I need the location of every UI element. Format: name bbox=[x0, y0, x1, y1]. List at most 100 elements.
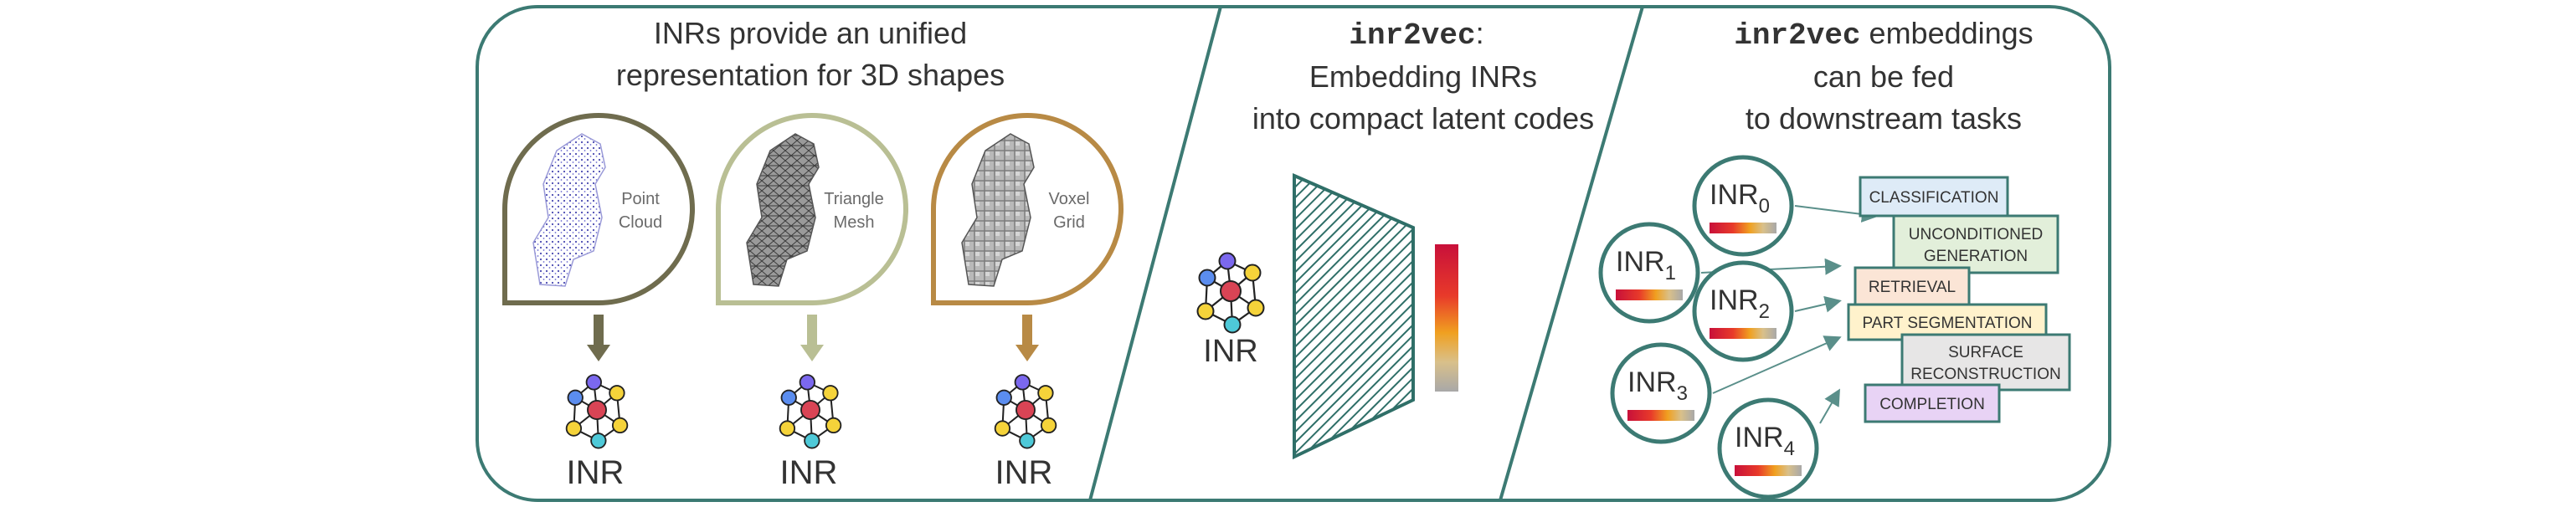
shape-points-icon bbox=[532, 133, 606, 287]
encoder-trapezoid bbox=[1293, 172, 1415, 460]
net-node bbox=[822, 385, 839, 402]
task-box-unconditioned: UNCONDITIONED GENERATION bbox=[1892, 214, 2059, 274]
task-box-bg bbox=[1859, 176, 2009, 218]
inr-node-2: INR2 bbox=[1692, 260, 1794, 362]
net-node bbox=[799, 374, 815, 391]
latent-code-mini-bar bbox=[1710, 328, 1776, 339]
inr-node-name: INR bbox=[1710, 179, 1759, 211]
net-node bbox=[567, 389, 584, 406]
divider-right bbox=[1499, 6, 1644, 501]
task-arrow bbox=[1794, 295, 1842, 313]
panel2-title-line1: inr2vec: bbox=[1349, 16, 1483, 53]
inr-network-icon bbox=[565, 374, 629, 449]
latent-code-mini-bar bbox=[1735, 465, 1802, 476]
task-arrow bbox=[1712, 335, 1842, 394]
inr-network-icon bbox=[994, 374, 1057, 449]
panel3-task-boxes: CLASSIFICATION UNCONDITIONED GENERATION RET… bbox=[1847, 176, 2071, 423]
net-node bbox=[585, 374, 602, 391]
net-node bbox=[1040, 417, 1057, 434]
net-node bbox=[565, 420, 583, 437]
task-label: CLASSIFICATION bbox=[1869, 189, 1999, 207]
latent-code-bar bbox=[1435, 244, 1458, 392]
net-node bbox=[1220, 280, 1242, 302]
panel2-title-line3: into compact latent codes bbox=[1252, 101, 1594, 136]
inr-node-subscript: 3 bbox=[1677, 382, 1688, 405]
net-node bbox=[1037, 385, 1054, 402]
inr-label: INR bbox=[995, 454, 1053, 491]
panel3-title-line3: to downstream tasks bbox=[1746, 101, 2022, 136]
net-node bbox=[1223, 315, 1242, 334]
panel3-title-mono: inr2vec bbox=[1734, 18, 1860, 53]
inr-node-name: INR bbox=[1627, 366, 1677, 398]
inr-label: INR bbox=[780, 454, 838, 491]
inr-node-label: INR4 bbox=[1735, 422, 1795, 460]
net-node bbox=[995, 389, 1012, 406]
net-node bbox=[587, 400, 607, 420]
panel2-title-line2: Embedding INRs bbox=[1309, 59, 1537, 94]
panel2-title-mono: inr2vec bbox=[1349, 18, 1475, 53]
panel2-inr-label: INR bbox=[1203, 334, 1257, 369]
inr-node-name: INR bbox=[1616, 246, 1665, 278]
net-node bbox=[1218, 252, 1237, 270]
shape-label-line1: Voxel bbox=[1049, 190, 1090, 208]
task-label-line1: SURFACE bbox=[1948, 344, 2023, 361]
inr-label: INR bbox=[567, 454, 625, 491]
latent-code-mini-bar bbox=[1710, 223, 1776, 233]
panel1-title-line2: representation for 3D shapes bbox=[616, 58, 1005, 92]
task-box-retrieval: RETRIEVAL bbox=[1854, 266, 1971, 306]
panel3-title-line2: can be fed bbox=[1813, 59, 1954, 94]
panel3-title-line1: inr2vec embeddings bbox=[1734, 16, 2033, 53]
inr-node-4: INR4 bbox=[1717, 397, 1819, 499]
shape-voxels-icon bbox=[961, 133, 1035, 287]
latent-code-mini-bar bbox=[1616, 289, 1683, 300]
task-label: RETRIEVAL bbox=[1869, 279, 1956, 296]
inr-node-label: INR0 bbox=[1710, 179, 1770, 218]
panel2-inr-network bbox=[1196, 252, 1265, 334]
shape-label-line1: Point bbox=[621, 190, 660, 208]
down-arrow-head bbox=[800, 345, 824, 361]
task-label-line1: UNCONDITIONED bbox=[1909, 226, 2043, 243]
diagram-frame bbox=[476, 5, 2111, 502]
inr-node-label: INR1 bbox=[1616, 246, 1676, 284]
task-box-classification: CLASSIFICATION bbox=[1859, 176, 2009, 218]
net-node bbox=[1247, 299, 1265, 317]
shape-mesh-icon bbox=[746, 133, 820, 287]
inr-node-subscript: 0 bbox=[1759, 195, 1770, 218]
down-arrow-head bbox=[1015, 345, 1039, 361]
shape-label-line2: Grid bbox=[1053, 213, 1085, 232]
net-node bbox=[780, 389, 797, 406]
task-box-bg bbox=[1864, 383, 2001, 423]
net-node bbox=[1019, 433, 1036, 449]
inr-node-label: INR3 bbox=[1627, 366, 1688, 405]
net-node bbox=[1196, 302, 1215, 320]
down-arrow-head bbox=[587, 345, 610, 361]
shape-label-line1: Triangle bbox=[824, 190, 884, 208]
net-node bbox=[590, 433, 607, 449]
task-box-surface: SURFACE RECONSTRUCTION bbox=[1900, 333, 2071, 392]
inr-node-subscript: 2 bbox=[1759, 300, 1770, 323]
net-node bbox=[609, 385, 625, 402]
net-node bbox=[611, 417, 629, 434]
task-label-line2: RECONSTRUCTION bbox=[1910, 366, 2060, 383]
task-label: COMPLETION bbox=[1879, 396, 1985, 413]
inr-node-0: INR0 bbox=[1692, 155, 1794, 257]
task-arrow bbox=[1819, 388, 1841, 424]
panel2-title-colon: : bbox=[1476, 16, 1484, 50]
inr-node-subscript: 4 bbox=[1784, 438, 1795, 460]
task-box-bg bbox=[1892, 214, 2059, 274]
net-node bbox=[804, 433, 820, 449]
panel3-title-rest: embeddings bbox=[1861, 16, 2034, 50]
task-label-line2: GENERATION bbox=[1924, 248, 2028, 265]
net-node bbox=[1198, 269, 1216, 287]
inr-node-1: INR1 bbox=[1598, 222, 1700, 324]
panel1-title-line1: INRs provide an unified bbox=[654, 16, 967, 50]
shape-label-line2: Mesh bbox=[834, 213, 875, 232]
net-node bbox=[1015, 400, 1036, 420]
inr-network-icon bbox=[779, 374, 842, 449]
net-node bbox=[1014, 374, 1031, 391]
